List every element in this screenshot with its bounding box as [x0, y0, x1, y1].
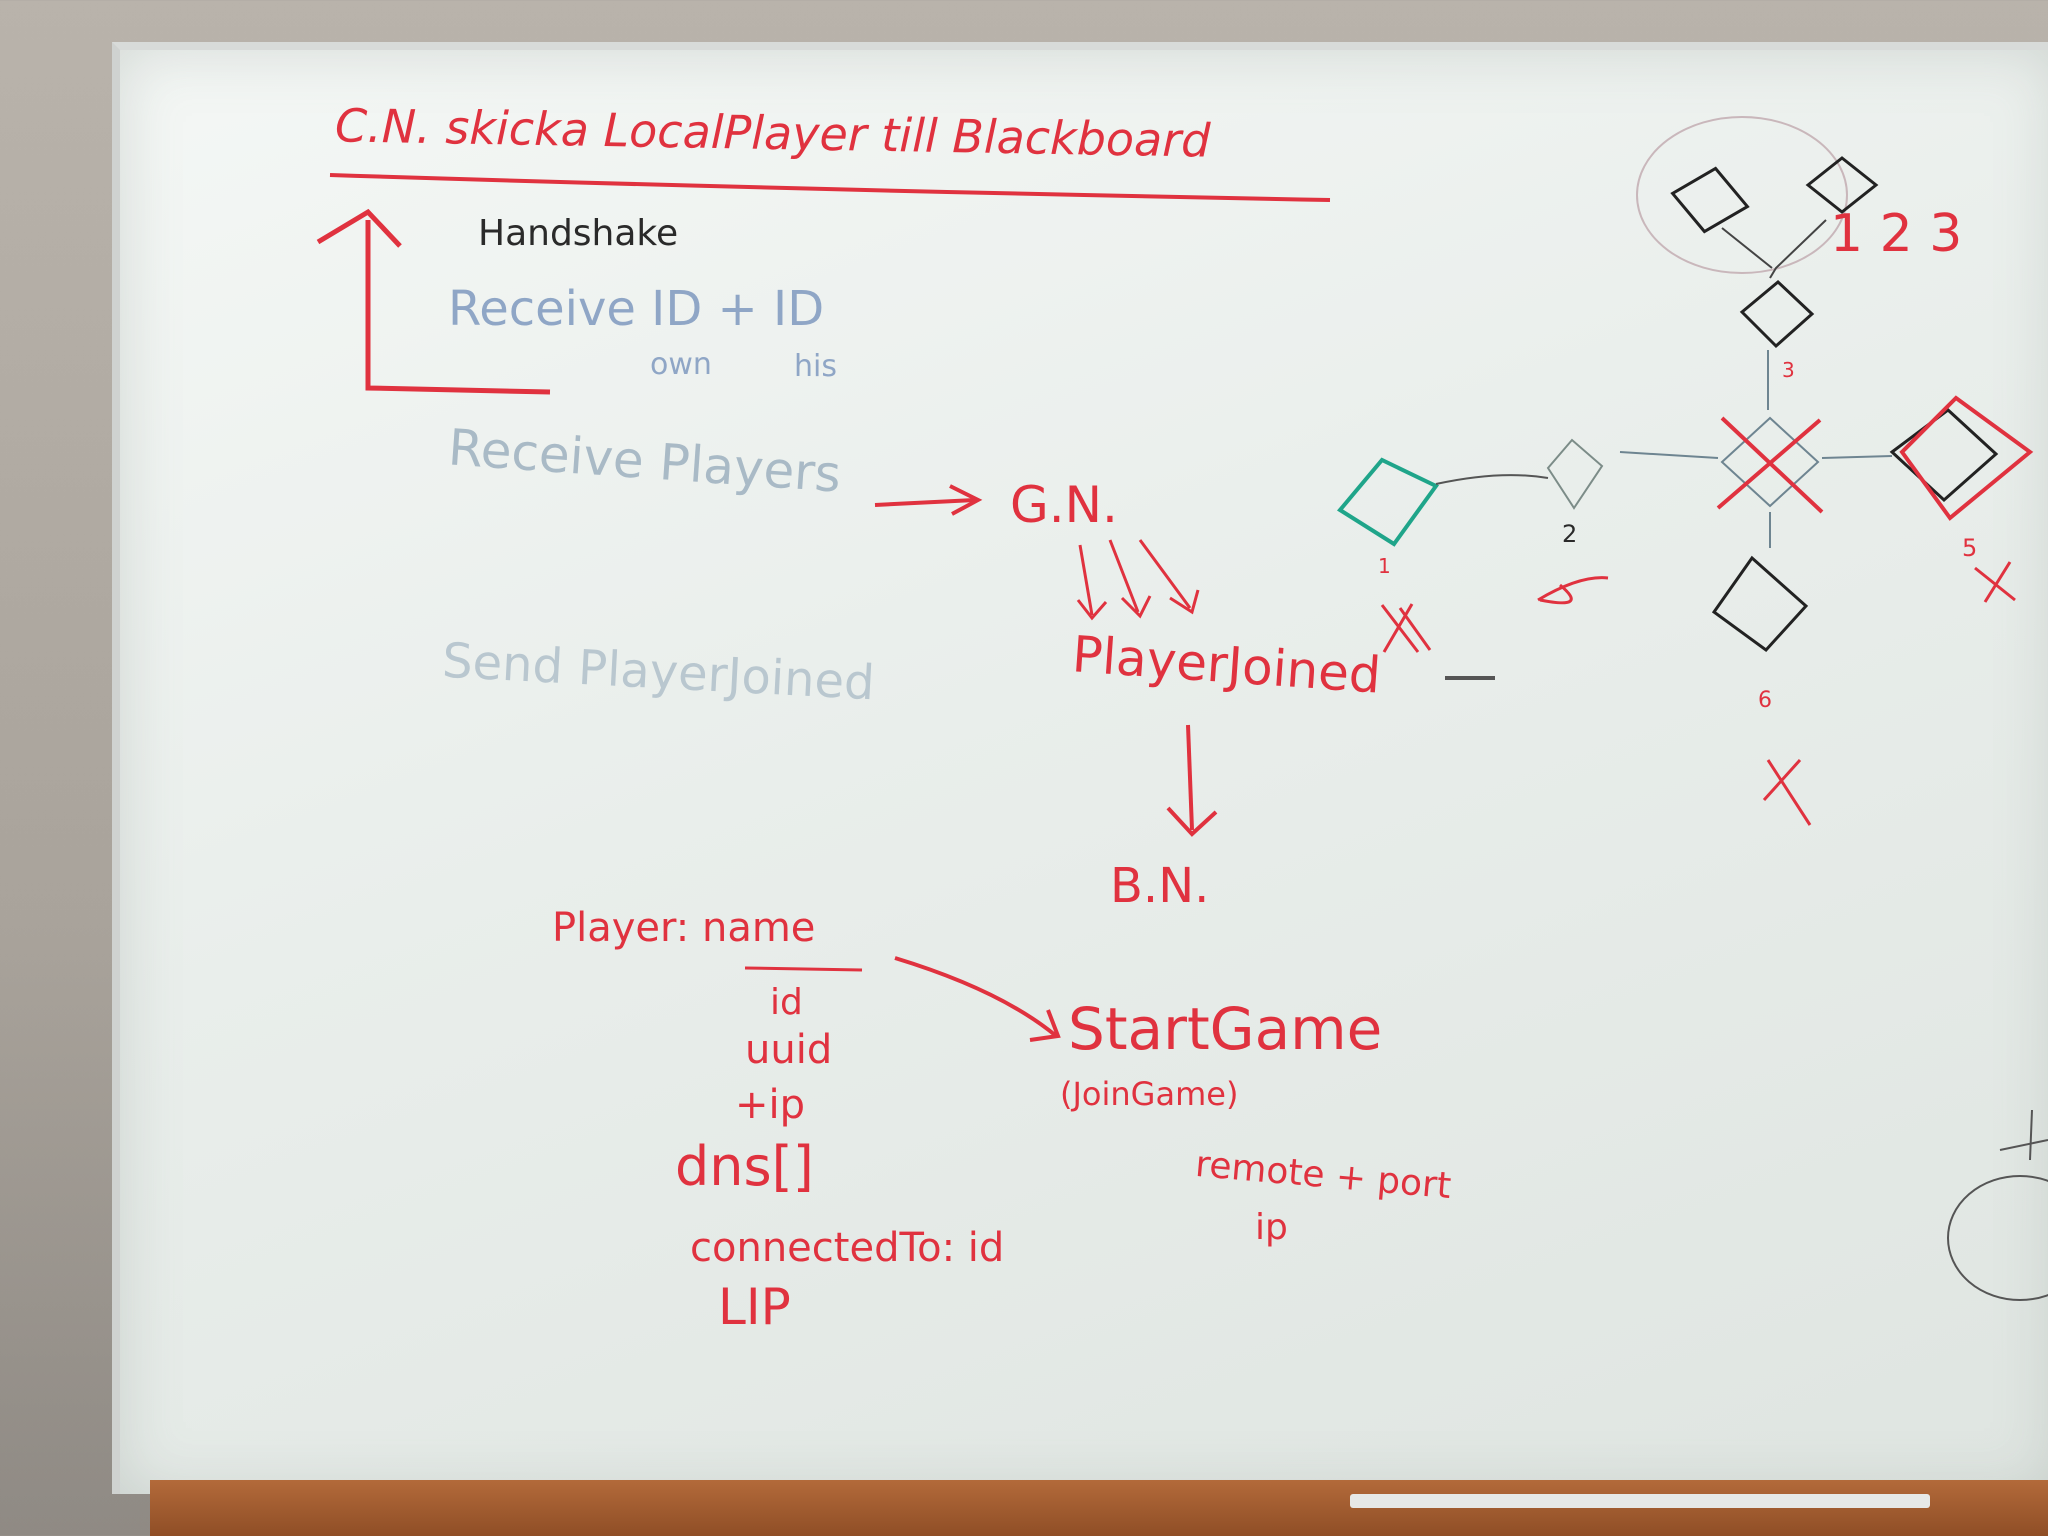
player-name-label: Player: name: [552, 905, 816, 951]
node-2-label: 2: [1562, 520, 1578, 548]
bn-label: B.N.: [1110, 858, 1210, 914]
node-6-diamond: [1711, 555, 1809, 653]
player-dns-field: dns[]: [675, 1135, 814, 1198]
player-uuid-field: uuid: [745, 1027, 833, 1073]
top-group-ellipse: [1636, 116, 1848, 274]
arrow-to-gn: [874, 498, 976, 507]
top-right-diamond: [1805, 156, 1879, 214]
node-5-highlight: [1899, 395, 2034, 521]
cross-mark-6: [1762, 758, 1812, 826]
id-own-label: own: [650, 347, 712, 382]
triple-arrow-1: [1076, 544, 1108, 621]
start-game-label: StartGame: [1068, 995, 1383, 1063]
arrow-to-bn: [1186, 724, 1194, 831]
top-links: [1721, 219, 1827, 279]
hub-diamond: [1720, 416, 1820, 508]
arrow-to-bn-head: [1166, 806, 1218, 837]
remote-ip-label: ip: [1255, 1207, 1288, 1248]
group-label-123: 1 2 3: [1830, 204, 1963, 264]
scribble-mark: [1537, 576, 1609, 605]
marker-tray: [150, 1480, 2048, 1536]
node-3-label: 3: [1782, 358, 1795, 382]
handshake-label: Handshake: [478, 213, 679, 254]
cross-mark-5: [1974, 561, 2016, 603]
node-6-label: 6: [1758, 688, 1772, 713]
node-5-diamond: [1889, 408, 1999, 503]
triple-arrow-2: [1108, 539, 1152, 619]
whiteboard-surface: [112, 42, 2048, 1494]
arrow-to-gn-head: [949, 484, 983, 516]
eraser-rail: [1350, 1494, 1930, 1508]
arrow-to-startgame: [894, 956, 1057, 1037]
title-underline: [329, 173, 1331, 202]
player-lip-field: LIP: [718, 1278, 791, 1336]
gn-label: G.N.: [1010, 476, 1118, 534]
name-underline: [744, 966, 863, 972]
triple-arrow-3: [1138, 539, 1200, 615]
node-5-label: 5: [1962, 534, 1978, 562]
join-game-label: (JoinGame): [1060, 1075, 1239, 1113]
player-connected-to-field: connectedTo: id: [690, 1225, 1005, 1271]
hub-links: [1619, 350, 1893, 548]
hub-cross: [1716, 416, 1824, 514]
edge-sketch-ellipse: [1947, 1175, 2048, 1301]
player-ip-field: +ip: [735, 1082, 806, 1128]
node-1-diamond: [1336, 457, 1440, 547]
node-2-diamond: [1546, 438, 1604, 510]
node-3-diamond: [1739, 279, 1815, 349]
edge-sketch-lines: [1999, 1109, 2048, 1161]
return-arrow-head: [316, 208, 402, 248]
receive-id-label: Receive ID + ID: [448, 281, 825, 337]
top-left-diamond: [1670, 166, 1750, 234]
id-his-label: his: [794, 349, 837, 384]
return-arrow: [365, 220, 551, 395]
node-1-link: [1435, 474, 1549, 485]
cross-mark-1: [1380, 603, 1432, 653]
arrow-to-startgame-head: [1029, 1009, 1061, 1042]
node-1-label: 1: [1378, 554, 1391, 578]
board-title: C.N. skicka LocalPlayer till Blackboard: [334, 98, 1211, 168]
player-id-field: id: [770, 982, 803, 1023]
